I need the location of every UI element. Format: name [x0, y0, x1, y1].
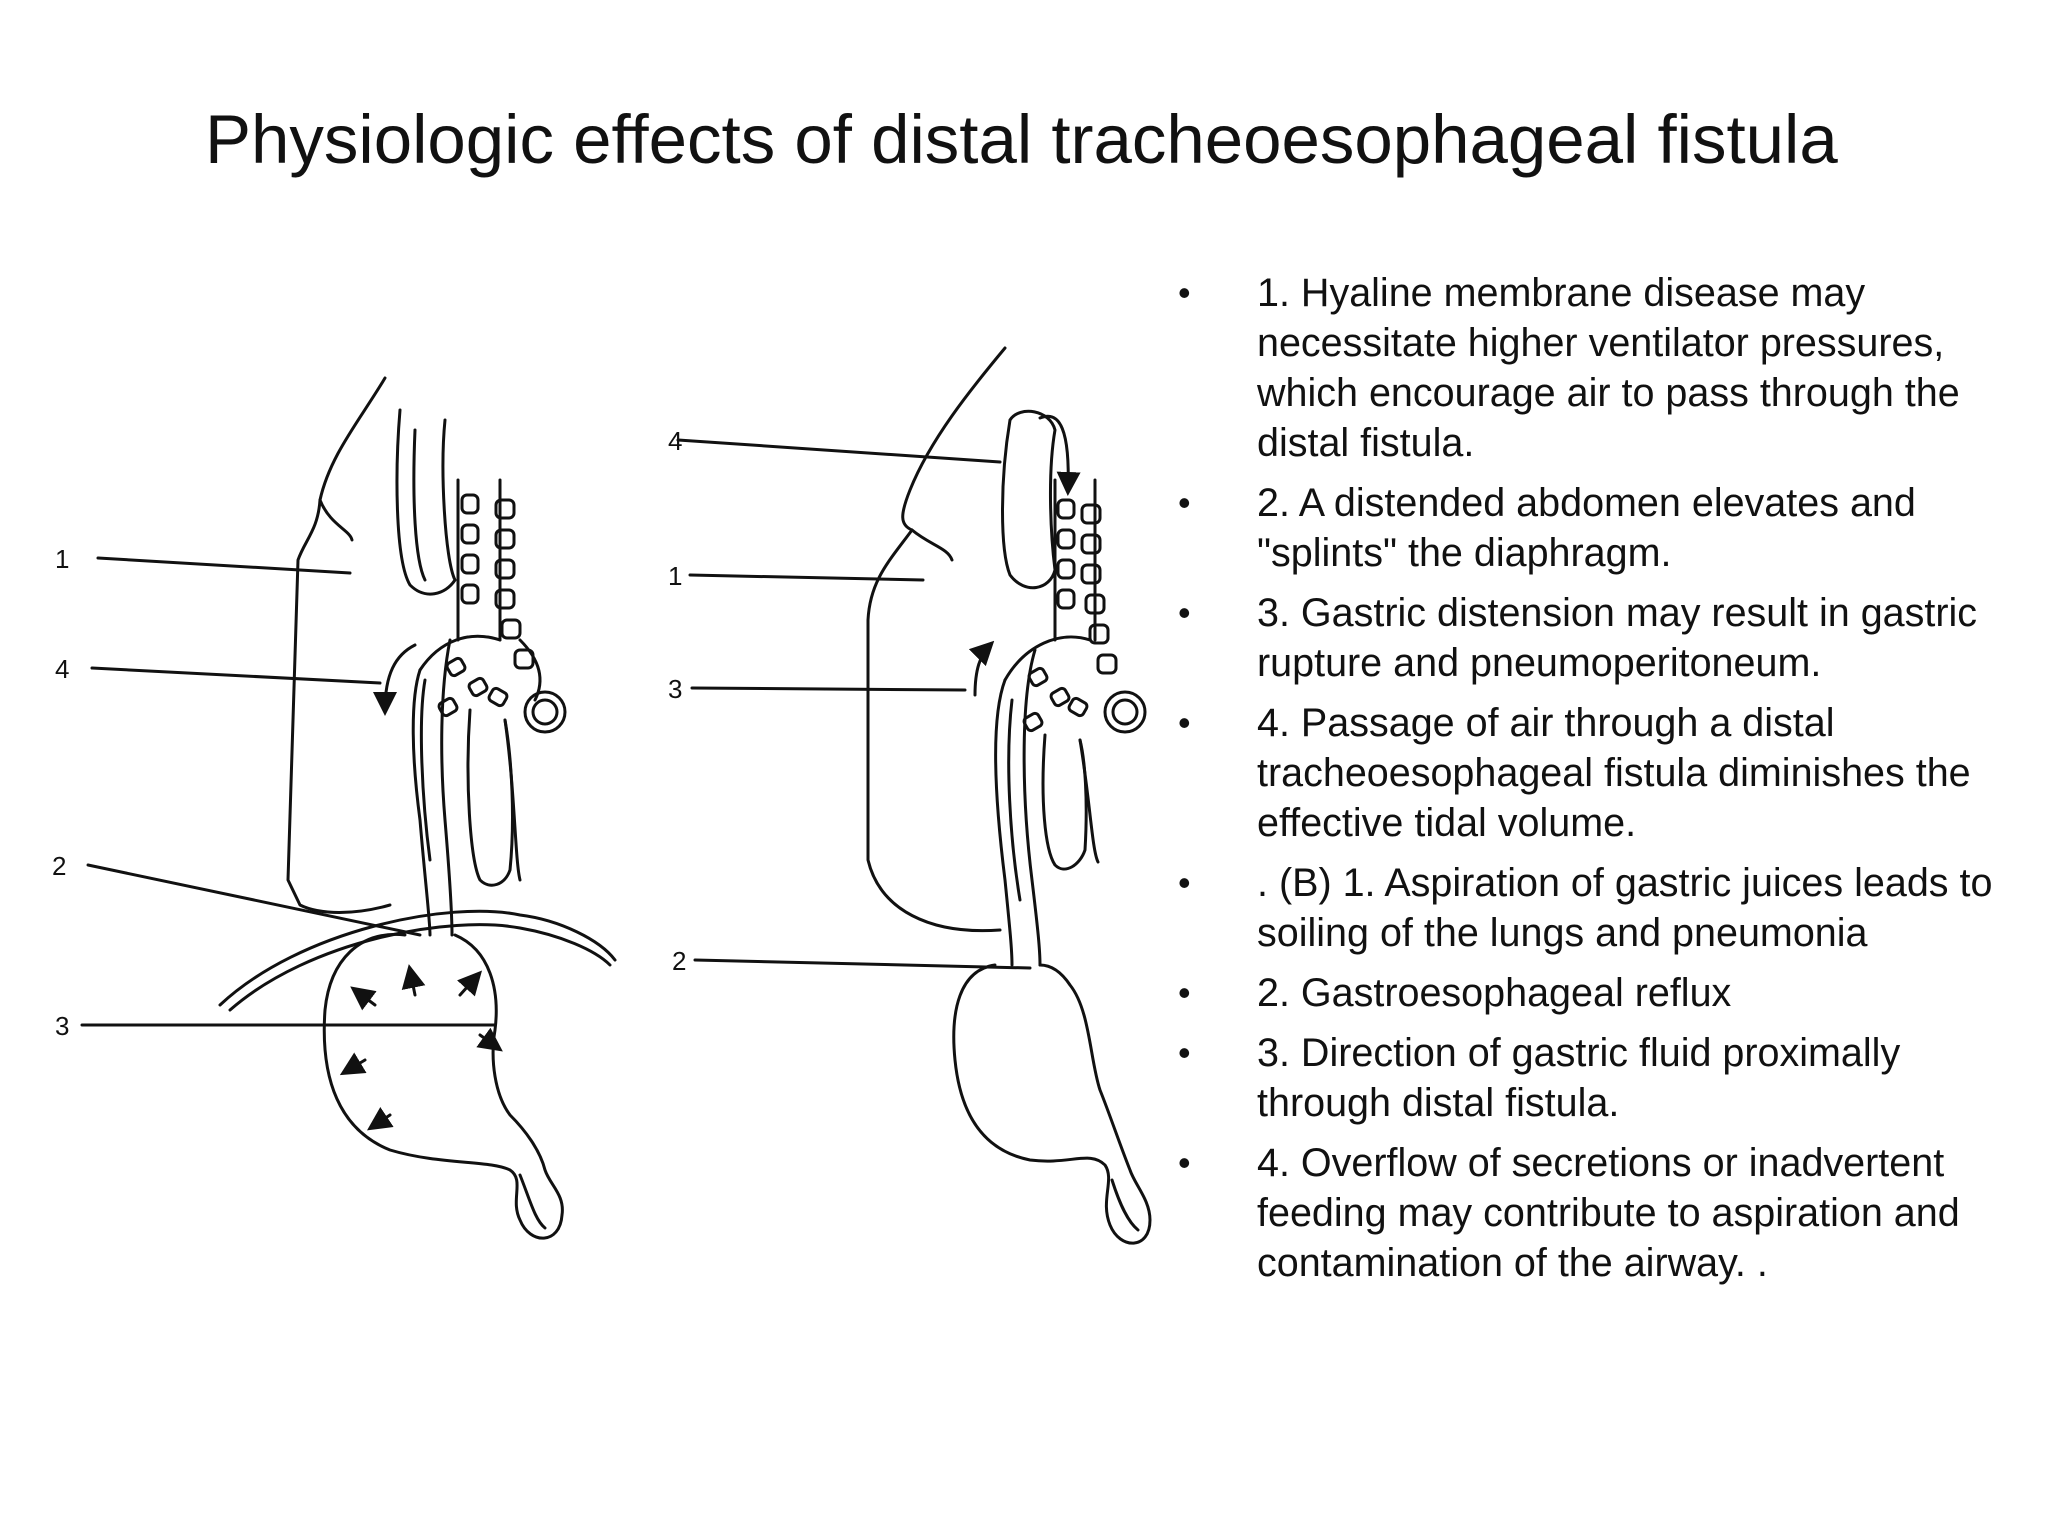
right-label-2: 2: [672, 946, 686, 976]
right-lung-outline: [866, 346, 1007, 933]
bullet-text: 3. Gastric distension may result in gast…: [1257, 591, 1978, 685]
bullet-text: . (B) 1. Aspiration of gastric juices le…: [1257, 861, 1993, 955]
bullet-list: • 1. Hyaline membrane disease may necessi…: [1160, 268, 2020, 1298]
right-label-1: 1: [668, 561, 682, 591]
bullet-text: 4. Overflow of secretions or inadvertent…: [1257, 1141, 1960, 1285]
right-stomach: [952, 963, 1152, 1245]
list-item: • 4. Overflow of secretions or inadverte…: [1160, 1138, 2020, 1288]
left-trachea: [437, 478, 567, 734]
right-label-3: 3: [668, 674, 682, 704]
bullet-marker: •: [1178, 702, 1191, 743]
left-lung-outline: [286, 376, 392, 914]
bullet-marker: •: [1178, 272, 1191, 313]
bullet-text: 2. Gastroesophageal reflux: [1257, 971, 1732, 1015]
slide-title: Physiologic effects of distal tracheoeso…: [205, 101, 1838, 178]
left-label-3: 3: [55, 1011, 69, 1041]
left-stomach: [322, 932, 564, 1240]
left-lower-esophagus: [411, 668, 432, 937]
tef-anatomy-diagram: 1 4 2 3: [52, 346, 1152, 1245]
bullet-marker: •: [1178, 1032, 1191, 1073]
bullet-marker: •: [1178, 1142, 1191, 1183]
list-item: • 2. Gastroesophageal reflux: [1160, 968, 2020, 1018]
right-trachea: [1022, 478, 1147, 734]
bullet-marker: •: [1178, 592, 1191, 633]
bullet-text: 3. Direction of gastric fluid proximally…: [1257, 1031, 1901, 1125]
left-panel-illustration: [80, 376, 617, 1240]
bullet-text: 2. A distended abdomen elevates and "spl…: [1257, 481, 1916, 575]
right-label-4: 4: [668, 426, 682, 456]
left-label-1: 1: [55, 544, 69, 574]
bullet-text: 4. Passage of air through a distal trach…: [1257, 701, 1971, 845]
list-item: • 2. A distended abdomen elevates and "sp…: [1160, 478, 2020, 578]
left-diaphragm: [218, 909, 617, 1007]
bullet-marker: •: [1178, 972, 1191, 1013]
list-item: • 1. Hyaline membrane disease may necessi…: [1160, 268, 2020, 468]
bullet-marker: •: [1178, 862, 1191, 903]
right-upper-pouch: [1001, 409, 1057, 590]
left-upper-pouch: [395, 408, 457, 596]
left-label-4: 4: [55, 654, 69, 684]
list-item: • 3. Gastric distension may result in ga…: [1160, 588, 2020, 688]
list-item: • . (B) 1. Aspiration of gastric juices l…: [1160, 858, 2020, 958]
right-lower-esophagus: [994, 678, 1014, 967]
bullet-marker: •: [1178, 482, 1191, 523]
list-item: • 4. Passage of air through a distal tra…: [1160, 698, 2020, 848]
list-item: • 3. Direction of gastric fluid proximal…: [1160, 1028, 2020, 1128]
bullet-text: 1. Hyaline membrane disease may necessit…: [1257, 271, 1960, 465]
right-panel-illustration: [676, 346, 1152, 1245]
left-label-2: 2: [52, 851, 66, 881]
